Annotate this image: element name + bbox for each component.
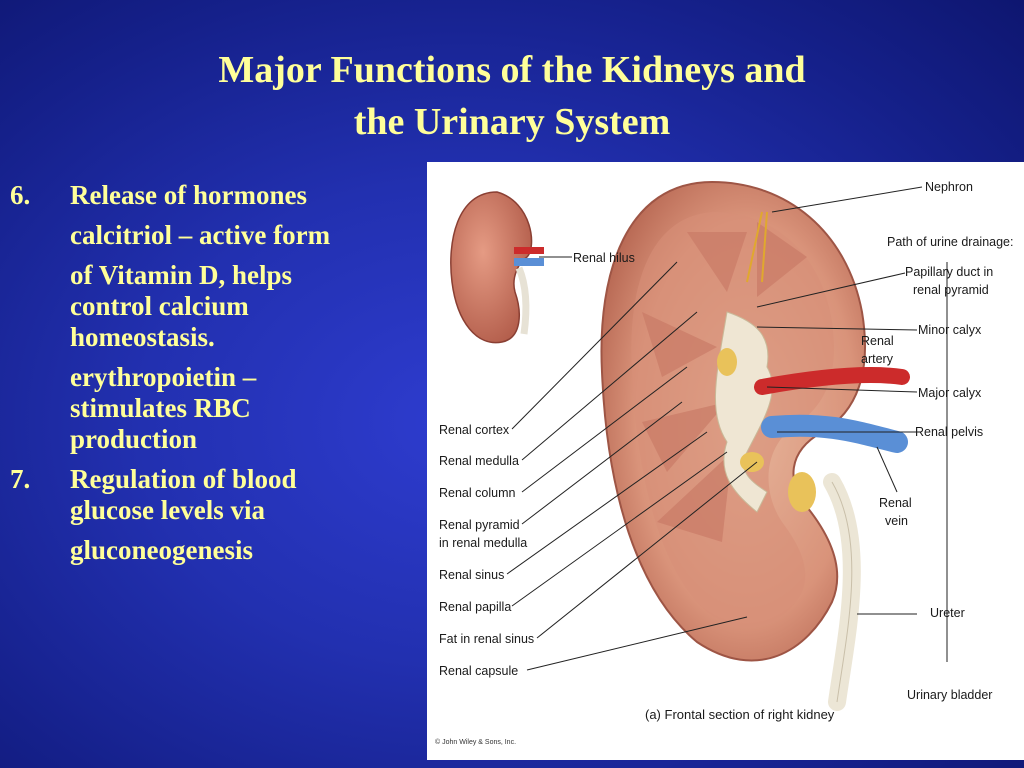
label-renal-papilla: Renal papilla [439, 600, 511, 614]
sub-point-calcitriol: calcitriol – active form [10, 220, 420, 251]
sub-line: calcitriol – active form [70, 220, 331, 250]
small-kidney-icon [450, 191, 544, 344]
figure-caption: (a) Frontal section of right kidney [645, 707, 835, 722]
label-renal-column: Renal column [439, 486, 515, 500]
kidney-figure-panel: Renal cortex Renal medulla Renal column … [427, 162, 1024, 760]
label-renal-pyramid: Renal pyramid [439, 518, 520, 532]
label-ureter: Ureter [930, 606, 965, 620]
sub-line: homeostasis. [70, 322, 215, 352]
bullet-list: 6. Release of hormones calcitriol – acti… [10, 180, 420, 566]
label-papillary-duct: Papillary duct in [905, 265, 993, 279]
sub-point-calcitriol-cont: of Vitamin D, helps control calcium home… [10, 260, 420, 353]
label-path-heading: Path of urine drainage: [887, 235, 1013, 249]
bullet-heading: Regulation of blood [70, 464, 297, 494]
label-renal-vein-2: vein [885, 514, 908, 528]
leader-lines [506, 186, 948, 671]
label-renal-capsule: Renal capsule [439, 664, 518, 678]
label-renal-hilus: Renal hilus [573, 251, 635, 265]
label-major-calyx: Major calyx [918, 386, 982, 400]
label-papillary-duct-2: renal pyramid [913, 283, 989, 297]
figure-copyright: © John Wiley & Sons, Inc. [435, 738, 516, 746]
label-renal-cortex: Renal cortex [439, 423, 510, 437]
bullet-number: 6. [10, 180, 31, 210]
label-fat-renal-sinus: Fat in renal sinus [439, 632, 534, 646]
bullet-heading: Release of hormones [70, 180, 307, 210]
label-renal-artery-2: artery [861, 352, 894, 366]
sub-line: stimulates RBC [70, 393, 251, 423]
label-urinary-bladder: Urinary bladder [907, 688, 992, 702]
bullet-heading: glucose levels via [70, 495, 265, 525]
bullet-number: 7. [10, 464, 31, 494]
sub-line: production [70, 424, 198, 454]
sub-line: of Vitamin D, helps [70, 260, 293, 290]
bullet-item-6: 6. Release of hormones [10, 180, 420, 211]
sub-line: erythropoietin – [70, 362, 257, 392]
label-renal-vein: Renal [879, 496, 912, 510]
label-minor-calyx: Minor calyx [918, 323, 982, 337]
label-nephron: Nephron [925, 180, 973, 194]
sub-line: control calcium [70, 291, 249, 321]
bullet-item-7: 7. Regulation of blood glucose levels vi… [10, 464, 420, 526]
slide-title: Major Functions of the Kidneys and the U… [0, 44, 1024, 148]
sub-point-erythropoietin: erythropoietin – stimulates RBC producti… [10, 362, 420, 455]
label-renal-pyramid-2: in renal medulla [439, 536, 527, 550]
title-line-1: Major Functions of the Kidneys and [218, 49, 806, 91]
kidney-section [600, 180, 910, 711]
label-renal-medulla: Renal medulla [439, 454, 519, 468]
sub-line: gluconeogenesis [70, 535, 254, 565]
label-renal-sinus: Renal sinus [439, 568, 504, 582]
kidney-diagram: Renal cortex Renal medulla Renal column … [435, 180, 1013, 746]
label-renal-pelvis: Renal pelvis [915, 425, 983, 439]
label-renal-artery: Renal [861, 334, 894, 348]
sub-point-gluconeogenesis: gluconeogenesis [10, 535, 420, 566]
title-line-2: the Urinary System [353, 101, 671, 143]
